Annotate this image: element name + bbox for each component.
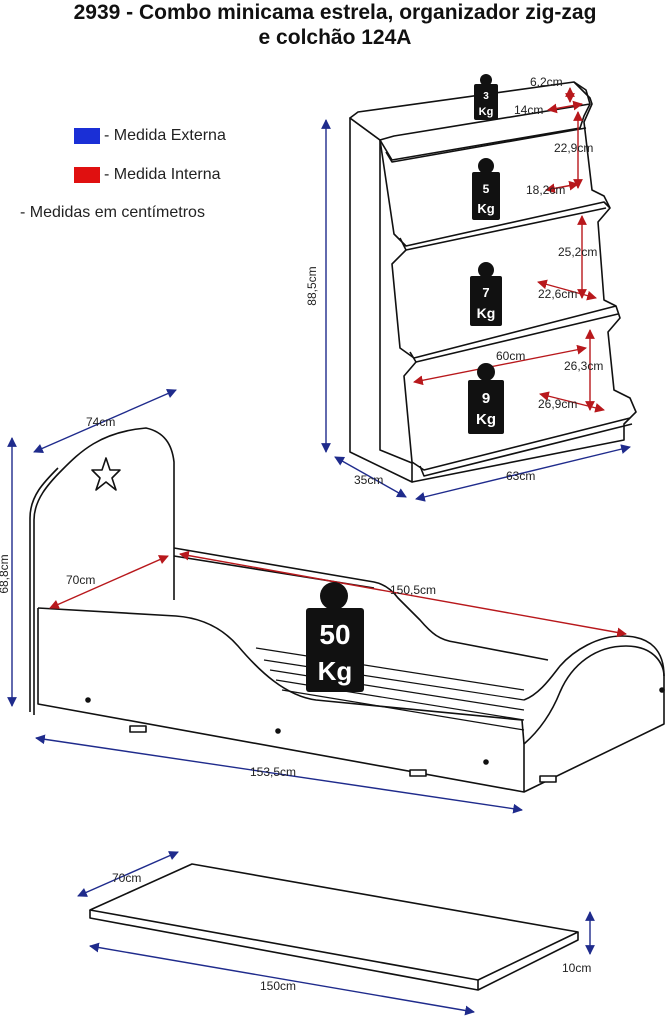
- organizer-right-panel: [411, 81, 637, 483]
- bed-width-label: 74cm: [86, 415, 115, 429]
- bed-length-line: [35, 734, 523, 814]
- title-line-2: e colchão 124A: [258, 26, 412, 49]
- shelf-3: [391, 249, 617, 359]
- mattress-length-label: 150cm: [260, 979, 296, 993]
- bed-foot-3: [539, 775, 557, 783]
- weight-tag-4-num: 9: [482, 390, 490, 407]
- organizer-side-panel: [349, 117, 413, 483]
- organizer-width-label: 63cm: [506, 469, 535, 483]
- shelf-2-front: [399, 207, 607, 251]
- legend-note: - Medidas em centímetros: [20, 204, 205, 221]
- organizer-height-label: 88,5cm: [305, 266, 319, 305]
- mattress-width-label: 70cm: [112, 871, 141, 885]
- bed-footboard: [523, 635, 665, 701]
- legend-external: - Medida Externa: [74, 126, 226, 146]
- bed-weight-unit: Kg: [318, 656, 353, 686]
- bed-length-label: 153,5cm: [250, 765, 296, 779]
- shelf-1-height-label: 6,2cm: [530, 75, 563, 89]
- bed-foot-2: [409, 769, 427, 777]
- mattress-thickness-label: 10cm: [562, 961, 591, 975]
- legend-internal: - Medida Interna: [74, 165, 221, 185]
- mattress-drawing: [89, 863, 579, 991]
- weight-tag-3-unit: Kg: [477, 305, 496, 321]
- organizer-dimensions: [321, 87, 631, 502]
- shelf-3-depth-line: [537, 279, 597, 301]
- weight-tag-shelf-1: 3 Kg: [474, 74, 498, 120]
- title-line-1: 2939 - Combo minicama estrela, organizad…: [73, 1, 597, 24]
- mattress-length-line: [89, 942, 475, 1016]
- shelf-2-height-label: 22,9cm: [554, 141, 593, 155]
- bed-screw-2: [275, 728, 281, 734]
- weight-tag-3-num: 7: [482, 285, 489, 300]
- mattress-dimensions: [77, 851, 595, 1016]
- weight-tag-1-num: 3: [483, 91, 489, 102]
- legend-external-label: - Medida Externa: [104, 127, 226, 144]
- weight-tag-1-unit: Kg: [479, 106, 494, 118]
- shelf-3-height-label: 25,2cm: [558, 245, 597, 259]
- bed-inner-length-line: [179, 550, 627, 638]
- bed-inner-width-line: [49, 555, 169, 609]
- shelf-4: [403, 361, 631, 471]
- shelf-2: [379, 139, 611, 247]
- bed-screw-1: [85, 697, 91, 703]
- weight-tag-shelf-2: 5 Kg: [472, 158, 500, 220]
- shelf-4-width-line: [413, 344, 587, 386]
- bed-star-icon: [91, 457, 121, 491]
- weight-tag-shelf-3: 7 Kg: [470, 262, 502, 326]
- bed-dimensions: [7, 389, 627, 814]
- external-swatch: [74, 128, 100, 144]
- organizer-top-panel: [349, 81, 591, 141]
- weight-tag-2-num: 5: [483, 182, 490, 196]
- organizer-depth-label: 35cm: [354, 473, 383, 487]
- shelf-1-front: [385, 127, 587, 163]
- bed-slats: [255, 647, 525, 731]
- bed-inner-length-label: 150,5cm: [390, 583, 436, 597]
- shelf-4-depth-label: 26,9cm: [538, 397, 577, 411]
- page-title: 2939 - Combo minicama estrela, organizad…: [0, 0, 670, 50]
- mattress-side: [477, 932, 579, 991]
- weight-tag-bed: 50 Kg: [306, 582, 364, 692]
- shelf-2-depth-label: 18,2cm: [526, 183, 565, 197]
- organizer-depth-line: [334, 456, 407, 498]
- weight-tag-2-unit: Kg: [477, 201, 494, 216]
- bed-screw-3: [483, 759, 489, 765]
- bed-weight-num: 50: [319, 619, 350, 650]
- shelf-1-depth-line: [547, 100, 583, 114]
- bed-height-label: 68,8cm: [0, 554, 11, 593]
- organizer-width-line: [415, 444, 631, 502]
- internal-swatch: [74, 167, 100, 183]
- weight-tag-4-unit: Kg: [476, 411, 496, 428]
- shelf-1-depth-label: 14cm: [514, 103, 543, 117]
- bed-screw-4: [659, 687, 665, 693]
- shelf-4-width-label: 60cm: [496, 349, 525, 363]
- shelf-3-depth-label: 22,6cm: [538, 287, 577, 301]
- bed-inner-width-label: 70cm: [66, 573, 95, 587]
- bed-headboard-edge: [29, 467, 59, 712]
- shelf-2-depth-line: [545, 180, 579, 194]
- shelf-4-height-label: 26,3cm: [564, 359, 603, 373]
- legend-internal-label: - Medida Interna: [104, 166, 221, 183]
- shelf-4-depth-line: [539, 391, 605, 413]
- weight-tag-shelf-4: 9 Kg: [468, 363, 504, 434]
- mattress-width-line: [77, 851, 179, 897]
- bed-width-line: [33, 389, 177, 453]
- bed-foot-1: [129, 725, 147, 733]
